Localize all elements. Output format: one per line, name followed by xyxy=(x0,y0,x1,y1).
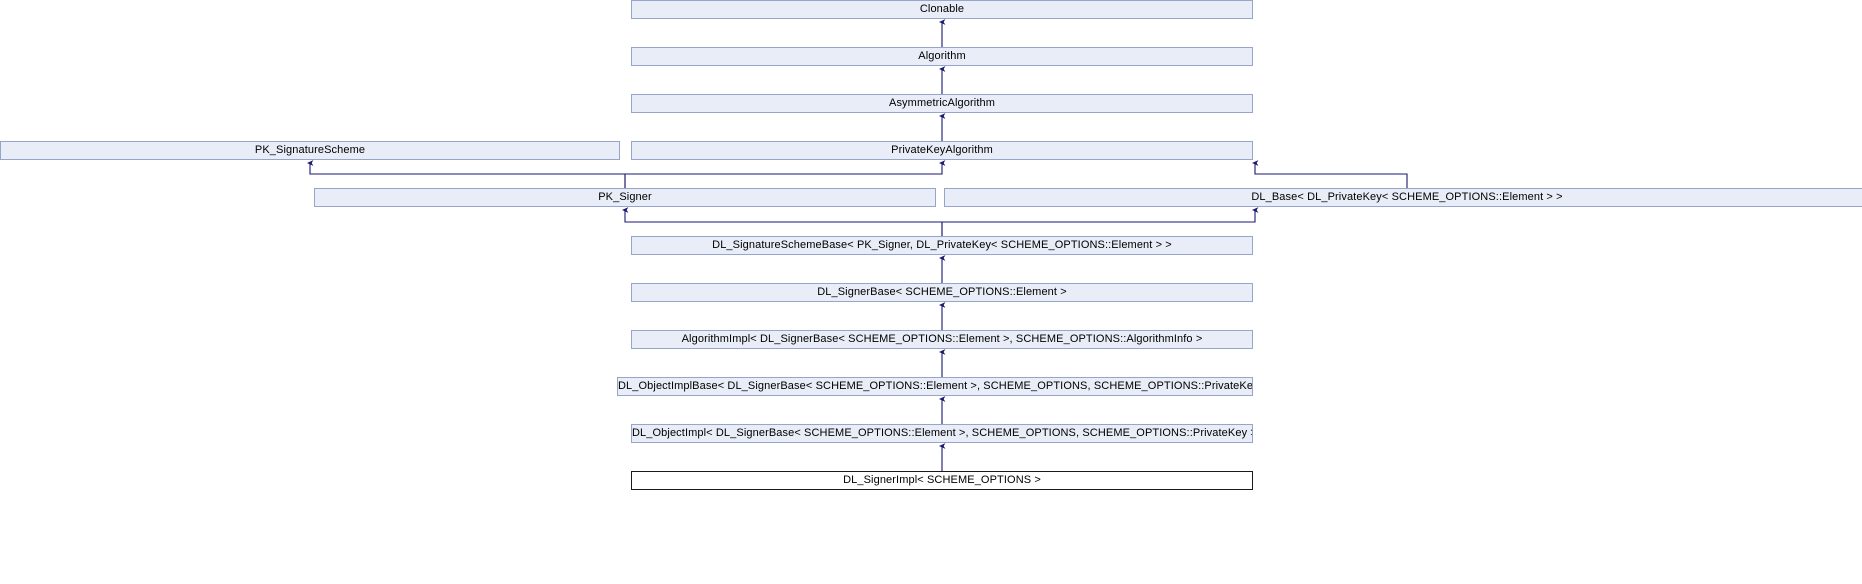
class-node-algorithm[interactable]: Algorithm xyxy=(631,47,1253,66)
class-node-label: DL_SignatureSchemeBase< PK_Signer, DL_Pr… xyxy=(712,239,1172,251)
inheritance-arrow-pksigner-to-pksigscheme xyxy=(306,160,626,188)
class-node-label: AlgorithmImpl< DL_SignerBase< SCHEME_OPT… xyxy=(681,333,1203,345)
class-node-label: Algorithm xyxy=(918,50,966,62)
class-node-label: DL_SignerImpl< SCHEME_OPTIONS > xyxy=(843,474,1041,486)
class-node-label: DL_SignerBase< SCHEME_OPTIONS::Element > xyxy=(817,286,1067,298)
class-node-clonable[interactable]: Clonable xyxy=(631,0,1253,19)
inheritance-arrow-dlbase-to-privatekeyalg xyxy=(1251,160,1408,188)
class-node-label: DL_ObjectImplBase< DL_SignerBase< SCHEME… xyxy=(618,380,1253,392)
inheritance-arrow-dlsigschemebase-to-dlbase xyxy=(941,207,1259,236)
inheritance-arrow-dlsigschemebase-to-pksigner xyxy=(621,207,943,236)
class-node-pksigner[interactable]: PK_Signer xyxy=(314,188,936,207)
class-node-dlsignerbase[interactable]: DL_SignerBase< SCHEME_OPTIONS::Element > xyxy=(631,283,1253,302)
class-node-label: Clonable xyxy=(919,3,965,15)
class-node-asymmetric[interactable]: AsymmetricAlgorithm xyxy=(631,94,1253,113)
class-node-label: PrivateKeyAlgorithm xyxy=(891,144,993,156)
class-node-privatekeyalg[interactable]: PrivateKeyAlgorithm xyxy=(631,141,1253,160)
class-node-label: DL_Base< DL_PrivateKey< SCHEME_OPTIONS::… xyxy=(1251,191,1563,203)
class-node-label: AsymmetricAlgorithm xyxy=(889,97,995,109)
class-node-pksigscheme[interactable]: PK_SignatureScheme xyxy=(0,141,620,160)
class-node-objimpl[interactable]: DL_ObjectImpl< DL_SignerBase< SCHEME_OPT… xyxy=(631,424,1253,443)
class-node-label: PK_Signer xyxy=(598,191,652,203)
class-node-objimplbase[interactable]: DL_ObjectImplBase< DL_SignerBase< SCHEME… xyxy=(617,377,1253,396)
class-node-label: PK_SignatureScheme xyxy=(254,144,366,156)
class-node-label: DL_ObjectImpl< DL_SignerBase< SCHEME_OPT… xyxy=(632,427,1253,439)
class-node-dlbase[interactable]: DL_Base< DL_PrivateKey< SCHEME_OPTIONS::… xyxy=(944,188,1862,207)
class-node-signerimpl[interactable]: DL_SignerImpl< SCHEME_OPTIONS > xyxy=(631,471,1253,490)
class-node-dlsigschemebase[interactable]: DL_SignatureSchemeBase< PK_Signer, DL_Pr… xyxy=(631,236,1253,255)
class-node-algoimpl[interactable]: AlgorithmImpl< DL_SignerBase< SCHEME_OPT… xyxy=(631,330,1253,349)
inheritance-arrow-pksigner-to-privatekeyalg xyxy=(624,160,946,188)
